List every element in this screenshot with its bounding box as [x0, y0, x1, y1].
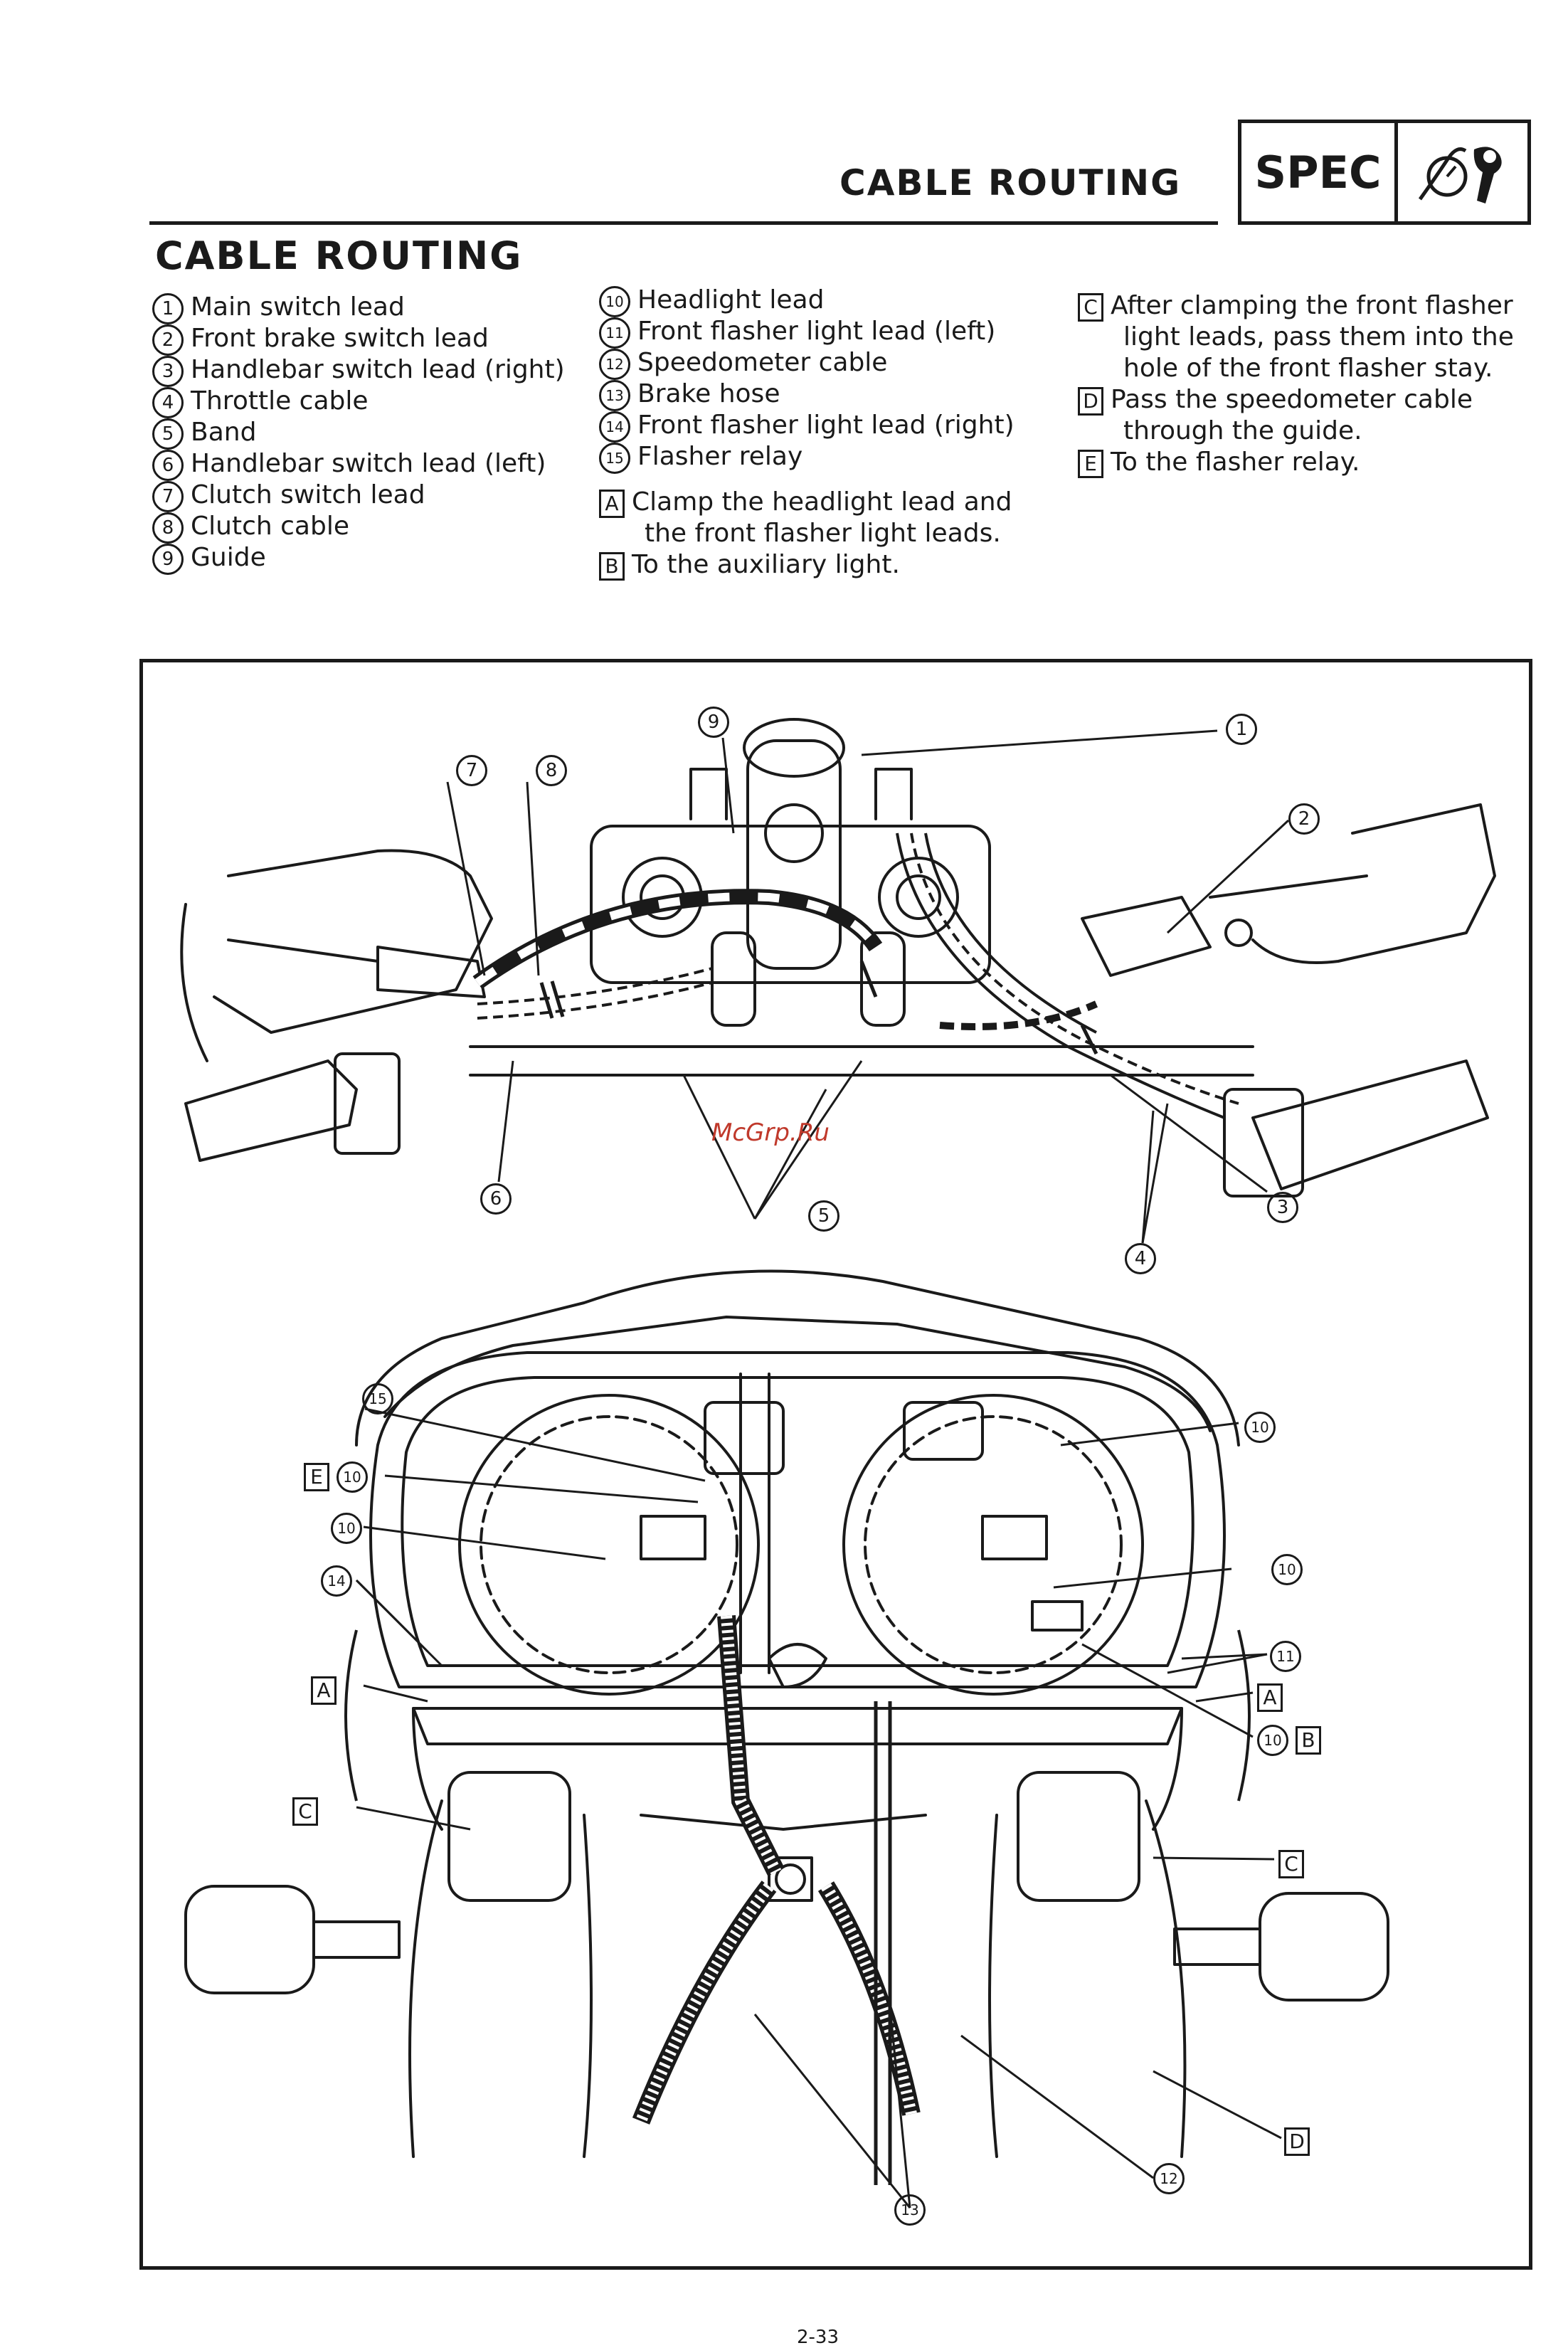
header-rule: [149, 221, 1218, 225]
callout-6: 6: [480, 1182, 519, 1215]
spec-box: SPEC: [1238, 120, 1531, 225]
callout-10-top: 10: [1244, 1410, 1283, 1443]
callout-12: 12: [1153, 2161, 1192, 2194]
spec-label: SPEC: [1241, 123, 1398, 221]
note-line: the front flasher light leads.: [645, 519, 1001, 548]
note-line: light leads, pass them into the: [1123, 322, 1514, 351]
callout-4: 4: [1125, 1242, 1163, 1274]
callout-3: 3: [1267, 1190, 1305, 1223]
callout-15: 15: [362, 1381, 401, 1414]
gauge-wrench-icon: [1398, 123, 1527, 221]
note-line: through the guide.: [1123, 416, 1362, 445]
callout-13: 13: [894, 2192, 933, 2226]
callout-D: D: [1284, 2124, 1317, 2156]
callout-9: 9: [698, 705, 736, 738]
diagram-drawing: [180, 718, 1496, 2209]
callout-A-left: A: [311, 1673, 344, 1705]
callout-C-right: C: [1278, 1846, 1311, 1878]
note-line: hole of the front flasher stay.: [1123, 354, 1493, 383]
callout-1: 1: [1226, 712, 1264, 745]
callout-14: 14: [321, 1563, 359, 1597]
callout-C-left: C: [292, 1794, 325, 1826]
header-title: CABLE ROUTING: [839, 162, 1182, 203]
page-number: 2-33: [797, 2327, 839, 2348]
callout-10-left: 10: [331, 1511, 369, 1544]
callout-11: 11: [1270, 1639, 1308, 1672]
section-title: CABLE ROUTING: [155, 233, 523, 278]
callout-5: 5: [808, 1199, 847, 1232]
callout-7: 7: [456, 753, 494, 786]
callout-A-right: A: [1257, 1680, 1290, 1712]
callout-10-right: 10: [1271, 1552, 1310, 1585]
callout-2: 2: [1288, 802, 1327, 835]
watermark: McGrp.Ru: [711, 1119, 830, 1147]
callout-8: 8: [536, 753, 574, 786]
